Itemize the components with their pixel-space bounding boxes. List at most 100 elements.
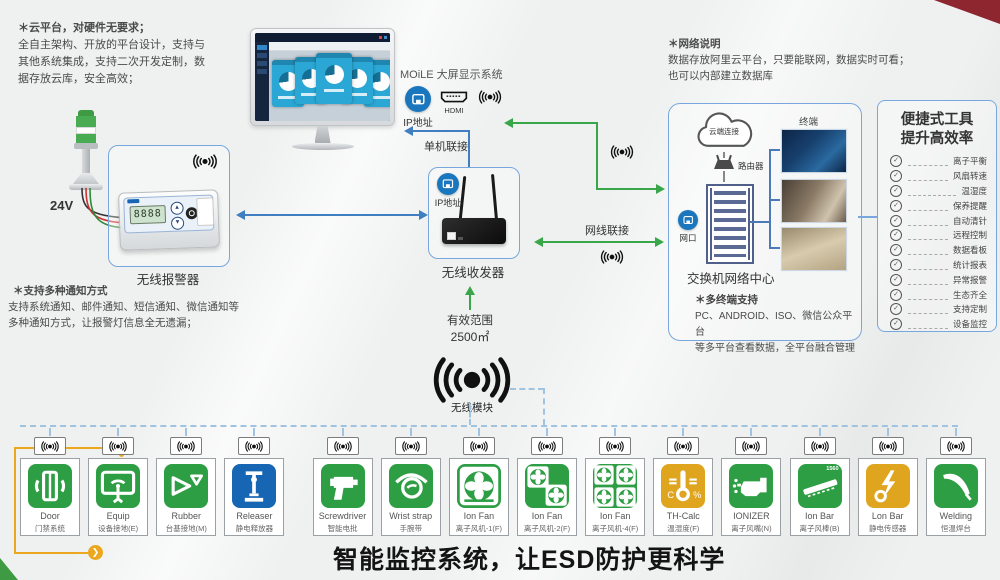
check-icon: ✓ [890, 155, 902, 168]
device-label: 温湿度(F) [667, 524, 700, 533]
yellow-loop-arrow: ❯ [88, 545, 103, 560]
toolkit-item-label: 统计报表 [952, 259, 987, 270]
device-label: 离子风机-4(F) [592, 524, 639, 533]
bus-drop-line [49, 428, 51, 436]
toolkit-item-label: 远程控制 [952, 230, 987, 241]
wireless-badge [667, 437, 700, 455]
bus-drop-line [477, 428, 480, 436]
wireless-signal-icon [400, 440, 422, 452]
check-icon: ✓ [890, 318, 902, 331]
device-item: Screwdriver 智能电批 [312, 428, 373, 536]
toolkit-title-line1: 便捷式工具 [900, 112, 974, 128]
device-card: Ion Fan 离子风机-4(F) [585, 458, 646, 536]
wireless-signal-icon [175, 440, 197, 452]
device-item: Rubber 台基接地(M) [156, 428, 217, 536]
bus-drop-line [185, 428, 188, 436]
note-line: PC、ANDROID、ISO、微信公众平台 [695, 311, 853, 338]
rubber-icon [164, 464, 209, 508]
note-line: 数据存放阿里云平台，只要能联网，数据实时可看； [668, 54, 910, 66]
note-title: ＊支持多种通知方式 [13, 285, 108, 297]
wireless-badge [530, 437, 563, 455]
note-line: 据存放云库，安全高效； [18, 73, 139, 85]
device-card: Welding 恒温焊台 [925, 458, 986, 536]
bus-drop-line [954, 428, 957, 436]
device-card: 1560 Ion Bar 离子风棒(B) [789, 458, 850, 536]
ip-label: IP地址 [434, 198, 462, 208]
device-label: 离子风棒(B) [799, 524, 840, 533]
device-card: Wrist strap 手腕带 [380, 458, 441, 536]
device-card: IONIZER 离子风嘴(N) [721, 458, 782, 536]
dashed-line [908, 327, 948, 330]
toolkit-item-label: 生态齐全 [952, 289, 987, 300]
device-name: Ion Bar [805, 511, 835, 521]
check-icon: ✓ [890, 258, 902, 271]
device-card: Door 门禁系统 [20, 458, 80, 536]
device-label: 离子风机-1(F) [455, 524, 502, 533]
device-name: Releaser [236, 511, 273, 521]
router-panel: IP地址 [428, 167, 520, 259]
toolkit-item: ✓ 风扇转速 [890, 169, 987, 184]
device-name: Welding [939, 511, 972, 521]
check-icon: ✓ [890, 214, 902, 227]
device-name: Ion Fan [463, 511, 495, 521]
device-item: C% TH-Calc 温湿度(F) [653, 428, 714, 536]
dashboard-card [316, 53, 352, 104]
device-name: Rubber [171, 511, 202, 521]
device-label: 离子风嘴(N) [731, 524, 772, 533]
toolkit-item-label: 异常报警 [952, 274, 987, 285]
device-label: 门禁系统 [35, 524, 65, 533]
bus-drop-line [682, 428, 685, 436]
device-sticker [196, 197, 215, 227]
alarm-device: 8888 ▲ ▼ [118, 189, 220, 251]
network-port-icon [678, 210, 698, 230]
fan-2-icon [524, 464, 569, 508]
bus-drop-line [818, 428, 821, 436]
slogan: 智能监控系统，让ESD防护更科学 [333, 546, 726, 574]
wireless-badge [34, 437, 66, 455]
display-system-label: MOiLE 大屏显示系统 [400, 69, 503, 81]
network-center-panel: 云端连接 路由器 网口 终端 交换机网络中心 ＊多终端支持 PC、ANDROID… [668, 103, 862, 354]
welding-icon [933, 464, 978, 508]
toolkit-panel: 便捷式工具 提升高效率 ✓ 离子平衡 ✓ 风扇转速 ✓ 温湿度 ✓ 保养提醒 ✓… [877, 100, 997, 332]
device-card: Ion Fan 离子风机-2(F) [516, 458, 577, 536]
device-row: Door 门禁系统 Equip 设备接地(E) Rubber 台基接地(M) R… [20, 428, 986, 536]
check-icon: ✓ [890, 273, 902, 286]
wireless-module-label: 无线模块 [451, 402, 493, 414]
device-name: Equip [106, 511, 130, 521]
terminal-photo [781, 179, 847, 223]
toolkit-item: ✓ 温湿度 [890, 184, 987, 199]
note-line: 其他系统集成，支持二次开发定制，数 [18, 56, 205, 68]
device-label: 静电释放器 [235, 524, 274, 533]
antenna [491, 173, 498, 221]
device-name: Screwdriver [318, 511, 367, 521]
device-item: Ion Fan 离子风机-1(F) [448, 428, 509, 536]
ip-label: IP地址 [403, 118, 433, 129]
device-item: Welding 恒温焊台 [925, 428, 986, 536]
wireless-module-icon [424, 356, 520, 404]
wireless-signal-icon [945, 440, 967, 452]
device-name: IONIZER [733, 511, 770, 521]
corner-accent-red [934, 0, 1000, 24]
wireless-signal-icon [604, 440, 626, 452]
dashed-line [908, 224, 948, 226]
toolkit-item: ✓ 设备监控 [890, 317, 987, 332]
bus-drop-line [614, 428, 617, 436]
wired-link-label: 网线联接 [585, 225, 629, 237]
door-icon [28, 464, 72, 508]
wireless-badge [871, 437, 904, 455]
wireless-signal-icon [809, 440, 831, 452]
svg-text:C: C [668, 490, 675, 500]
ip-address-icon [437, 173, 459, 195]
toolkit-item: ✓ 生态齐全 [890, 287, 987, 302]
wireless-signal-icon [332, 440, 354, 452]
device-item: Door 门禁系统 [20, 428, 80, 536]
device-name: Door [40, 511, 60, 521]
svg-text:%: % [693, 490, 701, 500]
device-card: Releaser 静电释放器 [224, 458, 285, 536]
wireless-signal-icon [740, 440, 762, 452]
bus-drop-line [253, 428, 256, 436]
wrist-strap-icon [388, 464, 433, 508]
network-center-label: 交换机网络中心 [687, 272, 775, 286]
wireless-badge [599, 437, 632, 455]
bus-drop-line [750, 428, 753, 436]
